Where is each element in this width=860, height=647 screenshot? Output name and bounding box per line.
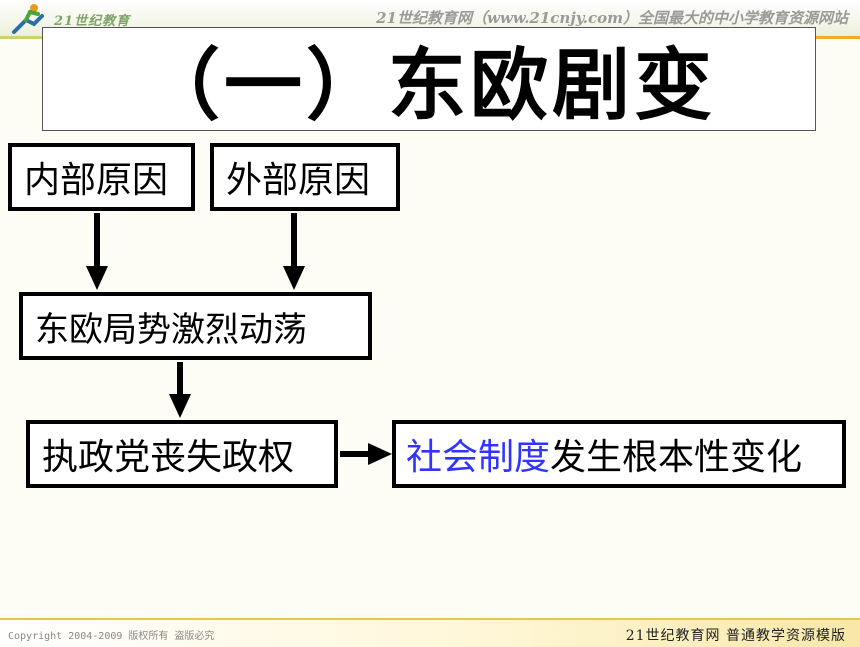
footer-bar: Copyright 2004-2009 版权所有 盗版必究 21世纪教育网 普通… (0, 618, 860, 647)
arrow-turmoil-to-lose-power (169, 362, 191, 418)
site-slogan: 21世纪教育网（www.21cnjy.com）全国最大的中小学教育资源网站 (376, 9, 848, 27)
result-rest-label: 发生根本性变化 (550, 437, 803, 478)
arrow-internal-to-turmoil (86, 213, 108, 290)
turmoil-label: 东欧局势激烈动荡 (35, 309, 307, 350)
logo-text: 21世纪教育 (54, 14, 131, 29)
arrow-lose-power-to-result (340, 443, 392, 465)
lose-power-box: 执政党丧失政权 (26, 420, 338, 488)
external-cause-label: 外部原因 (226, 160, 371, 201)
runner-logo-icon (12, 4, 44, 34)
title-box: （一）东欧剧变 (42, 27, 816, 131)
slide-title: （一）东欧剧变 (141, 41, 716, 131)
footer-brand: 21世纪教育网 普通教学资源模版 (625, 628, 846, 644)
internal-cause-label: 内部原因 (24, 160, 169, 201)
site-logo: 21世纪教育 (4, 2, 144, 36)
external-cause-box: 外部原因 (210, 143, 400, 211)
result-highlight-label: 社会制度 (406, 437, 551, 478)
result-box: 社会制度发生根本性变化 (392, 420, 846, 488)
turmoil-box: 东欧局势激烈动荡 (19, 292, 372, 360)
lose-power-label: 执政党丧失政权 (42, 437, 295, 478)
internal-cause-box: 内部原因 (8, 143, 195, 211)
arrow-external-to-turmoil (283, 213, 305, 290)
copyright-text: Copyright 2004-2009 版权所有 盗版必究 (8, 631, 215, 642)
